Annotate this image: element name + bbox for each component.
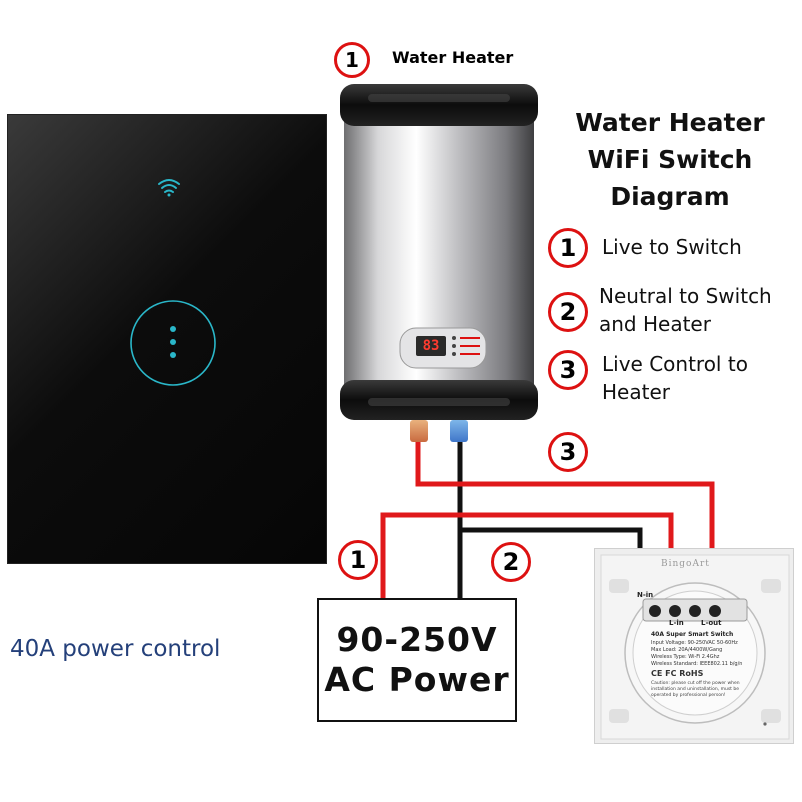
water-heater-graphic — [340, 84, 538, 420]
panel-graphics — [130, 179, 216, 386]
terminal-lin — [669, 605, 681, 617]
module-cert: CE FC RoHS — [651, 669, 704, 678]
module-spec-2: Max Load: 20A/4400W/Gang — [651, 647, 723, 653]
ac-power-box: 90-250V AC Power — [317, 598, 517, 722]
module-spec-3: Wireless Type: Wi-Fi 2.4Ghz — [651, 654, 720, 660]
power-control-caption: 40A power control — [10, 636, 221, 662]
power-label: AC Power — [324, 660, 510, 699]
power-voltage: 90-250V — [336, 620, 498, 659]
module-caution-3: operated by professional person! — [651, 693, 726, 698]
legend-line: Live to Switch — [602, 235, 742, 259]
control-panel — [399, 327, 487, 369]
legend-line: Neutral to Switch — [599, 284, 772, 308]
legend-line: and Heater — [599, 312, 711, 336]
terminal-lout — [709, 605, 721, 617]
glass-touch-panel — [7, 114, 327, 564]
cold-pipe — [450, 420, 468, 442]
wire-badge-neutral: 2 — [491, 542, 531, 582]
switch-module-graphic — [600, 554, 790, 740]
heater-label: Water Heater — [392, 48, 514, 67]
hot-pipe — [410, 420, 428, 442]
legend-line: Live Control to — [602, 352, 748, 376]
module-caution-1: Caution: please cut off the power when — [651, 681, 740, 686]
module-caution-2: installation and uninstallation, must be — [651, 687, 739, 692]
wifi-icon — [158, 179, 180, 197]
water-heater: 83 — [338, 80, 540, 442]
touch-button[interactable] — [130, 300, 216, 386]
heater-badge: 1 — [334, 42, 370, 78]
indicator-dot — [170, 339, 176, 345]
module-product: 40A Super Smart Switch — [651, 631, 734, 638]
temperature-display: 83 — [422, 338, 440, 354]
terminal-nin — [649, 605, 661, 617]
terminal-label-lout: L-out — [701, 619, 722, 627]
diagram-title: Water Heater WiFi Switch Diagram — [575, 108, 765, 211]
module-spec-1: Input Voltage: 90-250VAC 50-60Hz — [651, 640, 738, 646]
legend-line: Heater — [602, 380, 670, 404]
terminal-label-lin: L-in — [669, 619, 684, 627]
legend-text-3: Live Control to Heater — [602, 350, 748, 406]
legend-text-2: Neutral to Switch and Heater — [599, 282, 772, 338]
legend-text-1: Live to Switch — [602, 233, 742, 261]
legend-badge-3: 3 — [548, 350, 588, 390]
legend-badge-1: 1 — [548, 228, 588, 268]
terminal-label-nin: N-in — [637, 591, 654, 599]
terminal-extra — [689, 605, 701, 617]
legend-badge-2: 2 — [548, 292, 588, 332]
wire-badge-control: 3 — [548, 432, 588, 472]
indicator-dot — [170, 326, 176, 332]
module-spec-4: Wireless Standard: IEEE802.11 b/g/n — [651, 661, 743, 667]
indicator-dot — [170, 352, 176, 358]
wire-badge-live: 1 — [338, 540, 378, 580]
switch-module: BingoArt N-in L-in L-out 40A Super Smart… — [594, 548, 794, 744]
module-brand: BingoArt — [661, 559, 710, 569]
